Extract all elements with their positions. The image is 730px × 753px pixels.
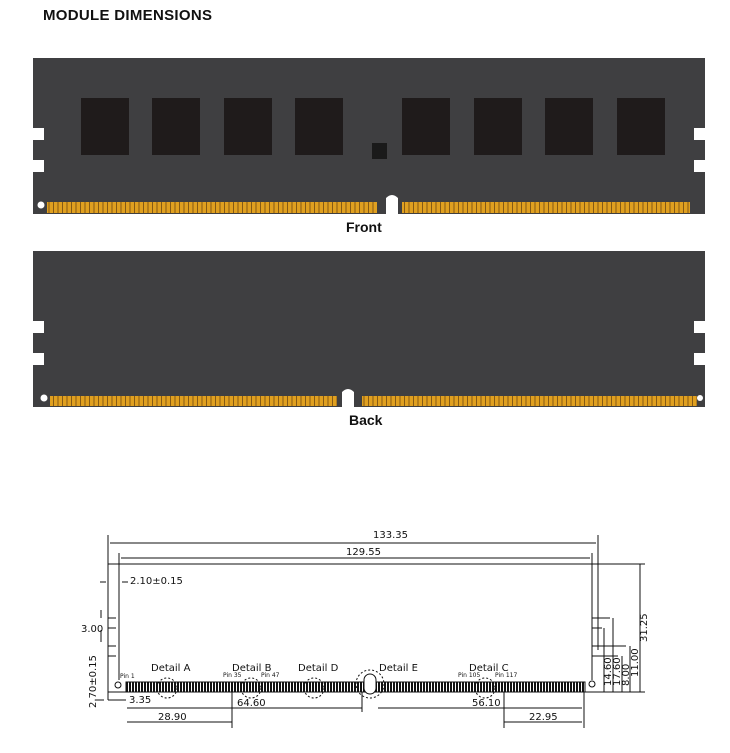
pin-label: Pin 117: [495, 672, 517, 679]
dim-h3: 8.00: [621, 664, 632, 686]
pin-label: Pin 1: [120, 673, 135, 680]
dim-key-to-end: 56.10: [472, 698, 501, 709]
front-module: Front: [33, 58, 705, 235]
dim-pin1-offset: 3.35: [129, 695, 151, 706]
dim-step-to-end: 22.95: [529, 712, 558, 723]
detail-label: Detail A: [151, 663, 191, 674]
back-module: Back: [33, 251, 705, 428]
gold-contacts-left: [47, 202, 377, 213]
dim-edge-offset: 2.10±0.15: [130, 576, 183, 587]
detail-label: Detail E: [379, 663, 418, 674]
gold-contacts-right: [402, 202, 690, 213]
dim-height: 31.25: [639, 613, 650, 642]
dim-h1: 14.60: [603, 657, 614, 686]
spd-chip: [372, 143, 387, 159]
pin-label: Pin 35: [223, 672, 242, 679]
dim-pin-to-key: 64.60: [237, 698, 266, 709]
page-title: MODULE DIMENSIONS: [43, 7, 213, 24]
front-label: Front: [346, 219, 382, 235]
dim-notch-height: 3.00: [81, 624, 103, 635]
pin-label: Pin 47: [261, 672, 280, 679]
dim-overall-length: 133.35: [373, 530, 408, 541]
dim-hole-height: 2.70±0.15: [88, 655, 99, 708]
back-label: Back: [349, 412, 383, 428]
dim-pin1-to-step: 28.90: [158, 712, 187, 723]
mounting-hole: [37, 201, 45, 209]
detail-label: Detail D: [298, 663, 339, 674]
dram-chips: [81, 98, 665, 155]
detail-label: Detail C: [469, 663, 509, 674]
dimension-drawing: 133.35 129.55 2.10±0.15 3.00 2.70±0.15 3…: [81, 530, 650, 728]
pin-label: Pin 105: [458, 672, 480, 679]
detail-label: Detail B: [232, 663, 272, 674]
dim-h2: 17.60: [612, 657, 623, 686]
dim-h4: 11.00: [630, 648, 641, 677]
dim-hole-span: 129.55: [346, 547, 381, 558]
